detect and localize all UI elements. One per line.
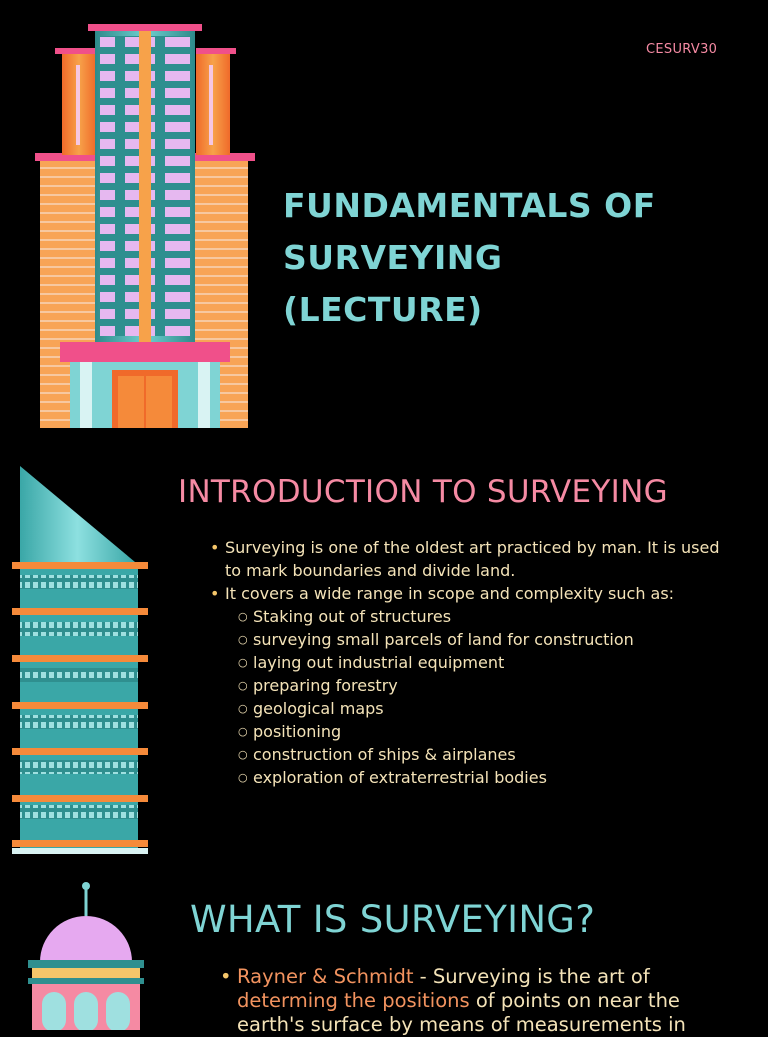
sub-list-item: laying out industrial equipment bbox=[210, 651, 730, 674]
list-item: It covers a wide range in scope and comp… bbox=[210, 582, 730, 605]
domed-building-illustration bbox=[28, 882, 144, 1030]
source-name: Rayner & Schmidt bbox=[237, 965, 414, 988]
sub-list-item: Staking out of structures bbox=[210, 605, 730, 628]
title-line-2: SURVEYING bbox=[283, 238, 503, 277]
page-title: FUNDAMENTALS OF SURVEYING (LECTURE) bbox=[283, 180, 723, 336]
definition-text: - Surveying is the art of bbox=[413, 965, 650, 988]
title-line-3: (LECTURE) bbox=[283, 290, 483, 329]
highlighted-text: determing the positions bbox=[237, 989, 470, 1012]
sub-list-item: preparing forestry bbox=[210, 674, 730, 697]
intro-heading: INTRODUCTION TO SURVEYING bbox=[178, 474, 668, 510]
what-heading: WHAT IS SURVEYING? bbox=[190, 898, 596, 941]
sub-list-item: construction of ships & airplanes bbox=[210, 743, 730, 766]
list-item: Rayner & Schmidt - Surveying is the art … bbox=[220, 965, 740, 1037]
list-item: Surveying is one of the oldest art pract… bbox=[210, 536, 730, 582]
sub-list-item: positioning bbox=[210, 720, 730, 743]
course-code: CESURV30 bbox=[646, 42, 718, 57]
sub-list-item: exploration of extraterrestrial bodies bbox=[210, 766, 730, 789]
sub-list-item: geological maps bbox=[210, 697, 730, 720]
what-list: Rayner & Schmidt - Surveying is the art … bbox=[220, 965, 740, 1037]
slanted-tower-illustration bbox=[12, 466, 148, 854]
tall-building-illustration bbox=[35, 24, 255, 428]
title-line-1: FUNDAMENTALS OF bbox=[283, 186, 656, 225]
sub-list-item: surveying small parcels of land for cons… bbox=[210, 628, 730, 651]
intro-list: Surveying is one of the oldest art pract… bbox=[210, 536, 730, 789]
